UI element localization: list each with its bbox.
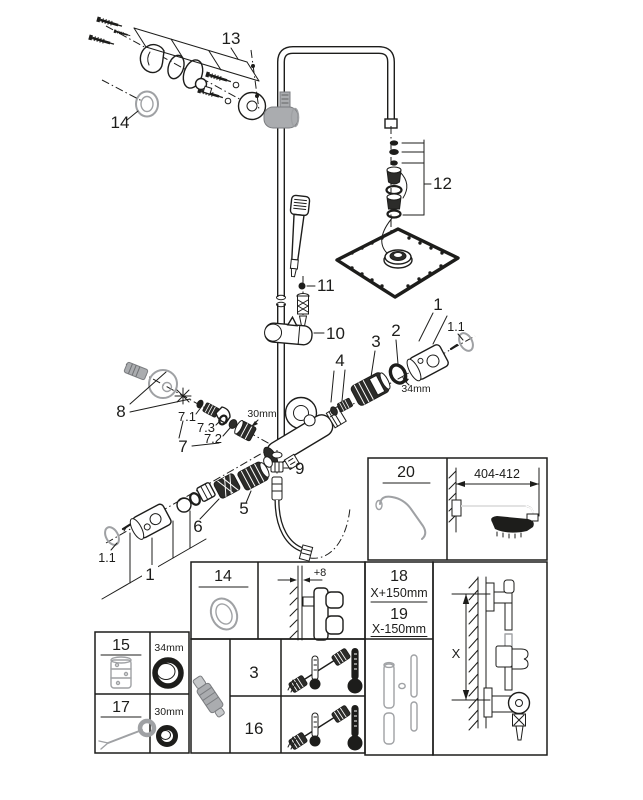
callout-6: 6: [193, 517, 202, 536]
detail-box-14: 14 +8: [190, 561, 366, 641]
box19-number: 19: [390, 606, 408, 623]
callout-1-right: 1: [433, 295, 442, 314]
head-shower-assembly: 12: [335, 126, 460, 299]
box17-size: 30mm: [154, 706, 183, 718]
callout-7-3: 7.3: [197, 420, 215, 435]
box18-dim: X+150mm: [370, 586, 427, 600]
thermo-drawing-3: [288, 648, 363, 694]
callout-1-left: 1: [145, 565, 154, 584]
offset-dim: +8: [314, 567, 327, 579]
wall-bracket-assembly: 13 14: [86, 15, 267, 132]
box19-dim: X-150mm: [372, 622, 426, 636]
callout-4: 4: [335, 351, 344, 370]
detail-box-central: 3 16: [190, 638, 366, 754]
ring-nut-34-icon: [152, 657, 184, 689]
callout-7-1: 7.1: [178, 409, 196, 424]
callout-13: 13: [222, 29, 241, 48]
nut-30-icon: [156, 725, 178, 747]
box15-number: 15: [112, 637, 130, 654]
callout-11: 11: [317, 276, 335, 295]
hand-shower: 11 10: [264, 194, 345, 346]
callout-3: 3: [371, 332, 380, 351]
lower-left-assembly: 6 5 1 1.1: [98, 451, 273, 600]
left-inlet-assembly: 30mm 8 7.1 7.3 7.2 7: [116, 361, 277, 456]
wall-union: [263, 91, 300, 129]
shower-pipe: [263, 46, 398, 455]
cartridge-icon: [110, 656, 132, 689]
arm-length-dim: 404-412: [474, 467, 520, 481]
wall-mount-diagram: X: [432, 561, 548, 756]
wall-dim-x: X: [452, 646, 461, 661]
callout-7: 7: [178, 437, 187, 456]
box14-number: 14: [214, 568, 232, 585]
callout-2: 2: [391, 321, 400, 340]
detail-box-20: 20 404-412: [367, 457, 548, 561]
group-bracket-13: [133, 27, 260, 82]
callout-5: 5: [239, 499, 248, 518]
wall-hatch: [468, 577, 479, 731]
detail-box-15-17: 15 34mm 17 30mm: [94, 631, 190, 754]
callout-10: 10: [326, 324, 345, 343]
size-34mm: 34mm: [401, 383, 430, 395]
box18-number: 18: [390, 568, 408, 585]
right-union-assembly: 4 3 2 34mm 1 1.1: [329, 295, 476, 418]
rain-shower-plate: [335, 227, 460, 299]
detail-box-18-19: 18 X+150mm 19 X-150mm: [364, 561, 434, 756]
box16-number: 16: [245, 719, 264, 738]
star-mark: [174, 387, 192, 405]
thermo-drawing-16: [288, 705, 363, 751]
size-30mm: 30mm: [247, 408, 276, 420]
rail-tubes-icon: [383, 654, 418, 745]
callout-14: 14: [111, 113, 130, 132]
connector-icon: [192, 675, 225, 718]
wrench-icon: [98, 718, 157, 750]
callout-7-2: 7.2: [204, 431, 222, 446]
callout-12: 12: [433, 174, 452, 193]
filter-part: [296, 293, 310, 327]
seal-ring-14: [135, 90, 159, 118]
callout-1-1-right: 1.1: [447, 320, 464, 334]
shower-arm-icon: [375, 495, 427, 540]
box17-number: 17: [112, 699, 130, 716]
offset-drawing: +8: [277, 565, 344, 641]
box15-size: 34mm: [154, 642, 183, 654]
arm-dimension-drawing: 404-412: [448, 467, 540, 539]
box20-number: 20: [397, 464, 415, 481]
callout-8: 8: [116, 402, 125, 421]
box3-number: 3: [249, 663, 258, 682]
thermostat-assembly: 9: [263, 396, 351, 562]
callout-1-1-left: 1.1: [98, 551, 115, 565]
callout-9: 9: [295, 459, 304, 478]
slide-holder: [264, 315, 313, 346]
